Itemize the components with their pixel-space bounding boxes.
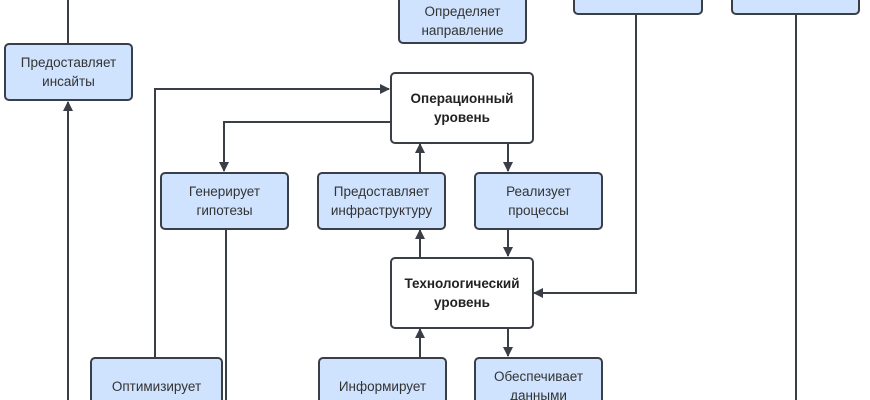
- node-label: Оптимизирует: [111, 378, 202, 394]
- node-label: Технологический уровень: [404, 276, 520, 310]
- node-technological-level: Технологический уровень: [390, 257, 534, 329]
- node-provides-data: Обеспечивает данными: [474, 357, 603, 400]
- node-operational-level: Операционный уровень: [390, 72, 534, 144]
- node-top-right-2: [731, 0, 860, 15]
- node-label: Обеспечивает данными: [493, 369, 584, 400]
- node-optimizes: Оптимизирует: [90, 357, 223, 400]
- node-infrastructure: Предоставляет инфраструктуру: [317, 172, 446, 230]
- node-label: Операционный уровень: [410, 91, 514, 125]
- node-label: Генерирует гипотезы: [188, 184, 261, 218]
- node-label: Реализует процессы: [506, 184, 571, 218]
- node-direction: Определяет направление: [398, 0, 527, 44]
- node-informs: Информирует: [318, 357, 447, 400]
- node-hypotheses: Генерирует гипотезы: [160, 172, 289, 230]
- node-label: Предоставляет инфраструктуру: [330, 184, 433, 218]
- node-top-right-1: [573, 0, 703, 15]
- node-processes: Реализует процессы: [474, 172, 603, 230]
- edge-optimizes-to-operational: [154, 84, 390, 358]
- edge-operational-to-hypotheses: [219, 121, 390, 172]
- node-insights: Предоставляет инсайты: [4, 43, 133, 101]
- node-label: Определяет направление: [421, 4, 504, 38]
- node-label: Предоставляет инсайты: [20, 55, 117, 89]
- edge-topright-to-technological: [533, 14, 637, 298]
- node-label: Информирует: [338, 378, 427, 394]
